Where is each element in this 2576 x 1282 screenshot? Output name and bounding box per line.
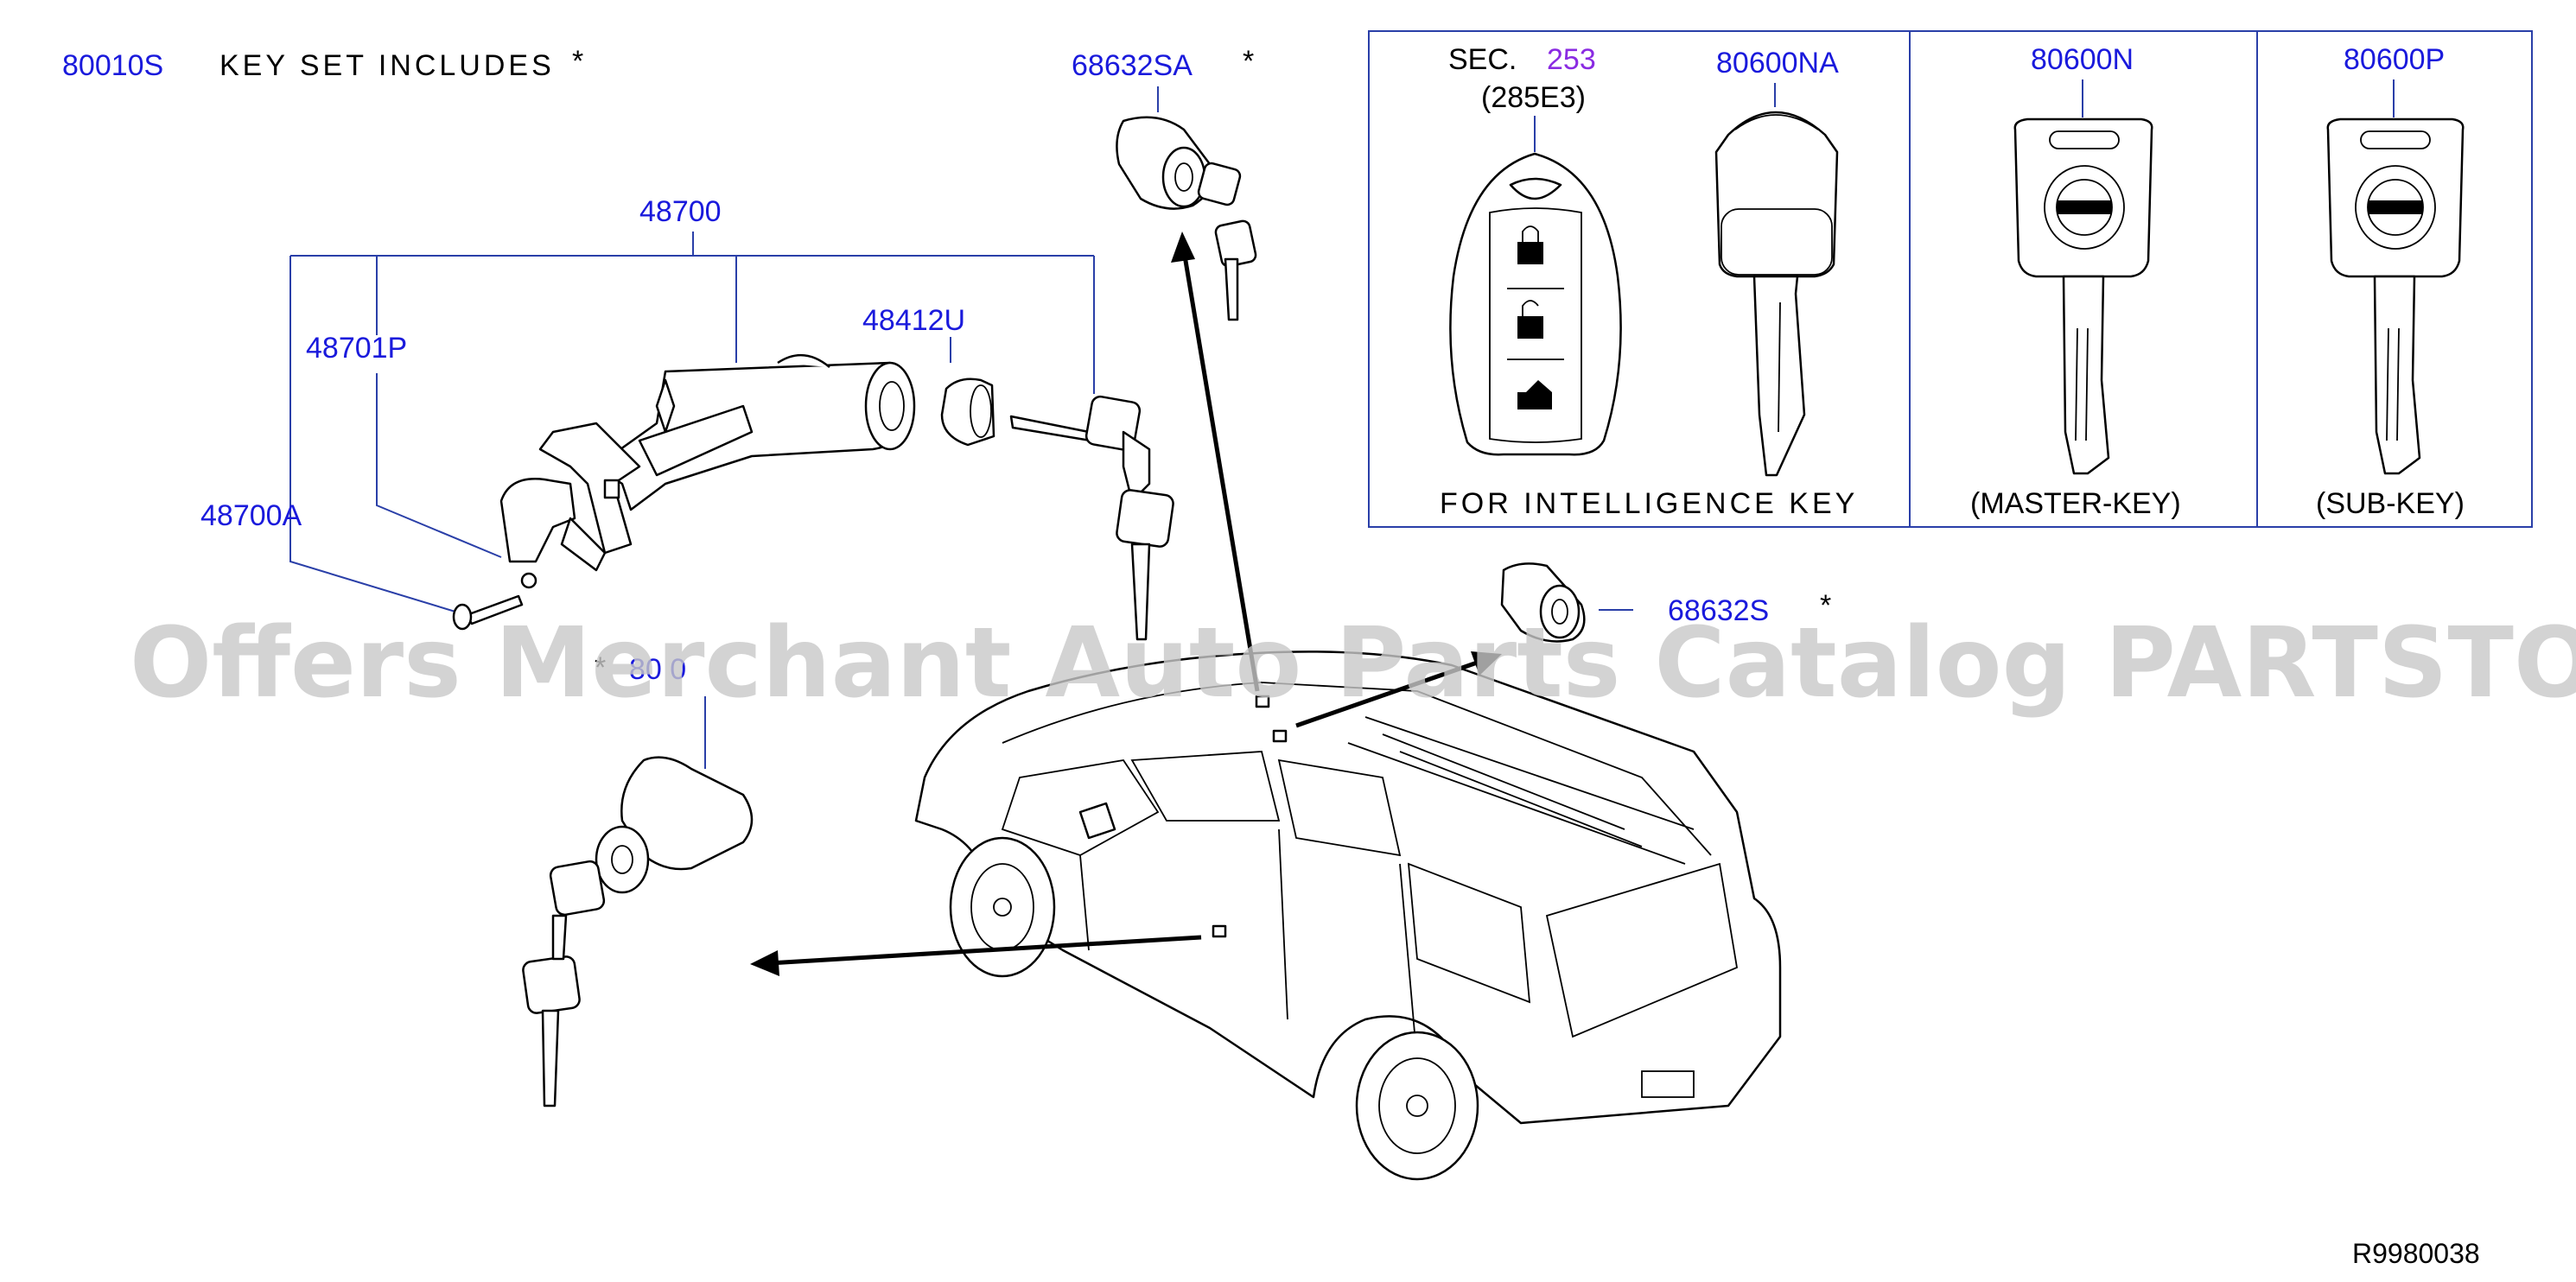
keyset-description: KEY SET INCLUDES: [219, 49, 555, 82]
door-lock-80600: [522, 756, 754, 1107]
door-lock-68632SA: [1116, 116, 1257, 321]
part-number-80600-asterisk: *: [595, 651, 606, 684]
brand-emblem-icon: [2355, 165, 2436, 250]
location-arrows: [750, 232, 1502, 976]
part-number-68632SA-asterisk: *: [1243, 45, 1254, 78]
caption-sub-key: (SUB-KEY): [2316, 487, 2465, 520]
part-number-68632S[interactable]: 68632S: [1668, 594, 1769, 627]
part-number-68632SA[interactable]: 68632SA: [1072, 49, 1193, 82]
door-lock-68632S: [1500, 562, 1586, 643]
section-subpart: (285E3): [1481, 81, 1586, 114]
ignition-leader-lines: [289, 232, 1095, 616]
part-number-80600P[interactable]: 80600P: [2344, 43, 2445, 76]
vehicle-illustration: [914, 651, 1782, 1181]
intelligence-key-fob: [1449, 152, 1622, 456]
master-key-80600N: [2013, 117, 2153, 475]
reference-code: R9980038: [2352, 1238, 2480, 1269]
section-number[interactable]: 253: [1547, 43, 1596, 76]
part-number-80600NA[interactable]: 80600NA: [1716, 47, 1839, 79]
section-label: SEC.: [1448, 43, 1517, 76]
caption-master-key: (MASTER-KEY): [1970, 487, 2181, 520]
unlock-icon: [1517, 316, 1543, 339]
part-number-80600N[interactable]: 80600N: [2031, 43, 2134, 76]
caption-intelligence-key: FOR INTELLIGENCE KEY: [1440, 487, 1858, 520]
key-blank-80600NA: [1714, 111, 1839, 477]
part-number-80600-partial[interactable]: 80 0: [629, 653, 686, 686]
part-number-48701P[interactable]: 48701P: [306, 332, 407, 365]
sub-key-80600P: [2326, 117, 2465, 475]
part-number-48700A[interactable]: 48700A: [200, 499, 302, 532]
part-number-68632S-asterisk: *: [1820, 589, 1831, 622]
key-table: [1368, 30, 2533, 528]
ignition-lock-assembly: [452, 353, 1174, 641]
trunk-icon: [1517, 380, 1552, 409]
part-number-48412U[interactable]: 48412U: [862, 304, 965, 337]
keyset-asterisk: *: [572, 45, 583, 78]
lock-icon: [1517, 242, 1543, 264]
keyset-part-number[interactable]: 80010S: [62, 49, 163, 82]
watermark: Offers Merchant Auto Parts Catalog PARTS…: [130, 607, 2576, 720]
part-number-48700[interactable]: 48700: [639, 195, 722, 228]
brand-emblem-icon: [2044, 165, 2125, 250]
